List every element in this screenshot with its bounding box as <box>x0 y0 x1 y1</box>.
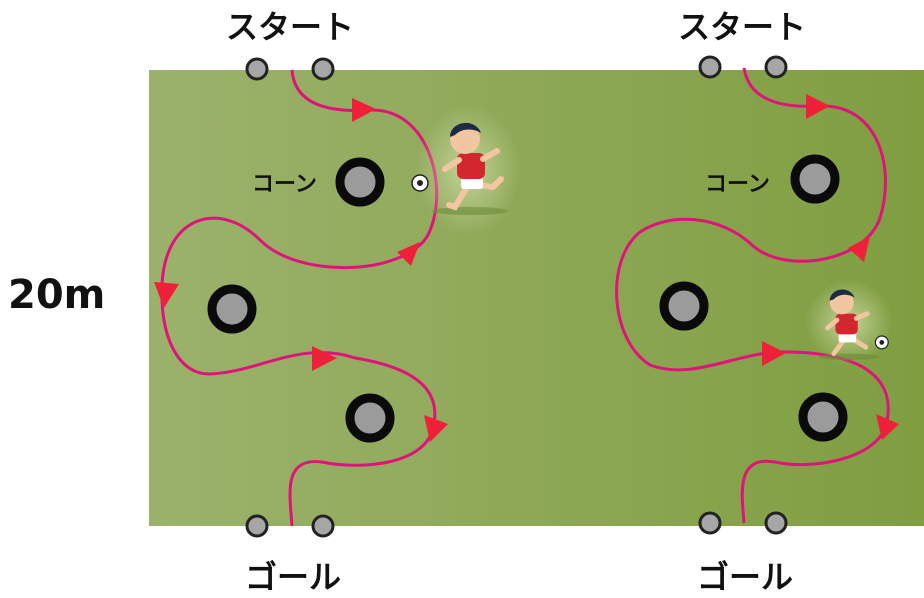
right-course <box>615 55 899 535</box>
left-course <box>154 57 520 538</box>
soccer-player-illustration <box>805 280 893 364</box>
direction-arrow <box>154 282 179 308</box>
goal-marker <box>698 511 722 535</box>
cone <box>207 284 257 334</box>
start-marker <box>764 55 788 79</box>
cone-label: コーン <box>252 172 317 197</box>
direction-arrow <box>397 242 420 266</box>
start-marker <box>311 57 335 81</box>
cone <box>345 393 395 443</box>
goal-label: ゴール <box>245 558 342 596</box>
start-label: スタート <box>678 8 807 46</box>
distance-label: 20m <box>8 272 106 318</box>
direction-arrow <box>806 94 830 119</box>
cone-label: コーン <box>705 172 770 197</box>
direction-arrow <box>312 346 337 371</box>
cone <box>335 157 385 207</box>
direction-arrow <box>352 98 376 122</box>
cone <box>659 281 709 331</box>
cone <box>790 154 840 204</box>
soccer-player-illustration <box>411 105 520 235</box>
direction-arrow <box>424 415 448 442</box>
start-marker <box>245 57 269 81</box>
goal-marker <box>311 514 335 538</box>
direction-arrow <box>848 236 870 262</box>
start-marker <box>698 55 722 79</box>
field <box>149 70 924 526</box>
direction-arrow <box>876 414 899 440</box>
goal-label: ゴール <box>697 558 794 596</box>
dribble-path <box>615 67 890 524</box>
start-label: スタート <box>226 8 355 46</box>
goal-marker <box>764 511 788 535</box>
direction-arrow <box>762 341 786 366</box>
goal-marker <box>245 514 269 538</box>
cone <box>798 392 848 442</box>
